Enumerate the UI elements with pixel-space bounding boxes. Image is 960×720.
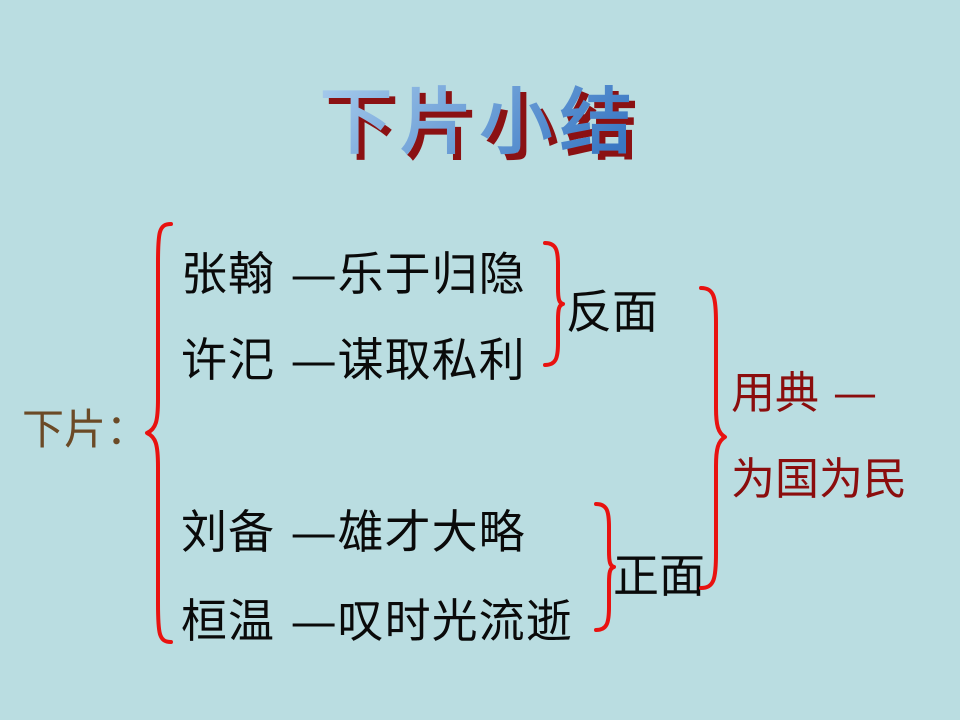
group1-item2: 许汜 —谋取私利 [181,333,526,387]
right-big-brace [699,286,727,590]
group2-item1: 刘备 —雄才大略 [181,505,526,559]
conclusion-line1: 用典 — [731,368,877,419]
group2-item2: 桓温 —叹时光流逝 [181,594,573,648]
section-label: 下片： [22,405,149,454]
slide-title-text: 下片小结 [0,82,960,161]
group2-brace [594,502,616,632]
group1-tag: 反面 [566,285,658,339]
group2-tag: 正面 [613,549,705,603]
slide-title-shadow-layer: 下片小结 [6,88,960,167]
left-big-brace [145,222,173,644]
group1-brace [543,241,565,367]
group1-item1: 张翰 —乐于归隐 [181,247,526,301]
conclusion-line2: 为国为民 [731,454,907,505]
